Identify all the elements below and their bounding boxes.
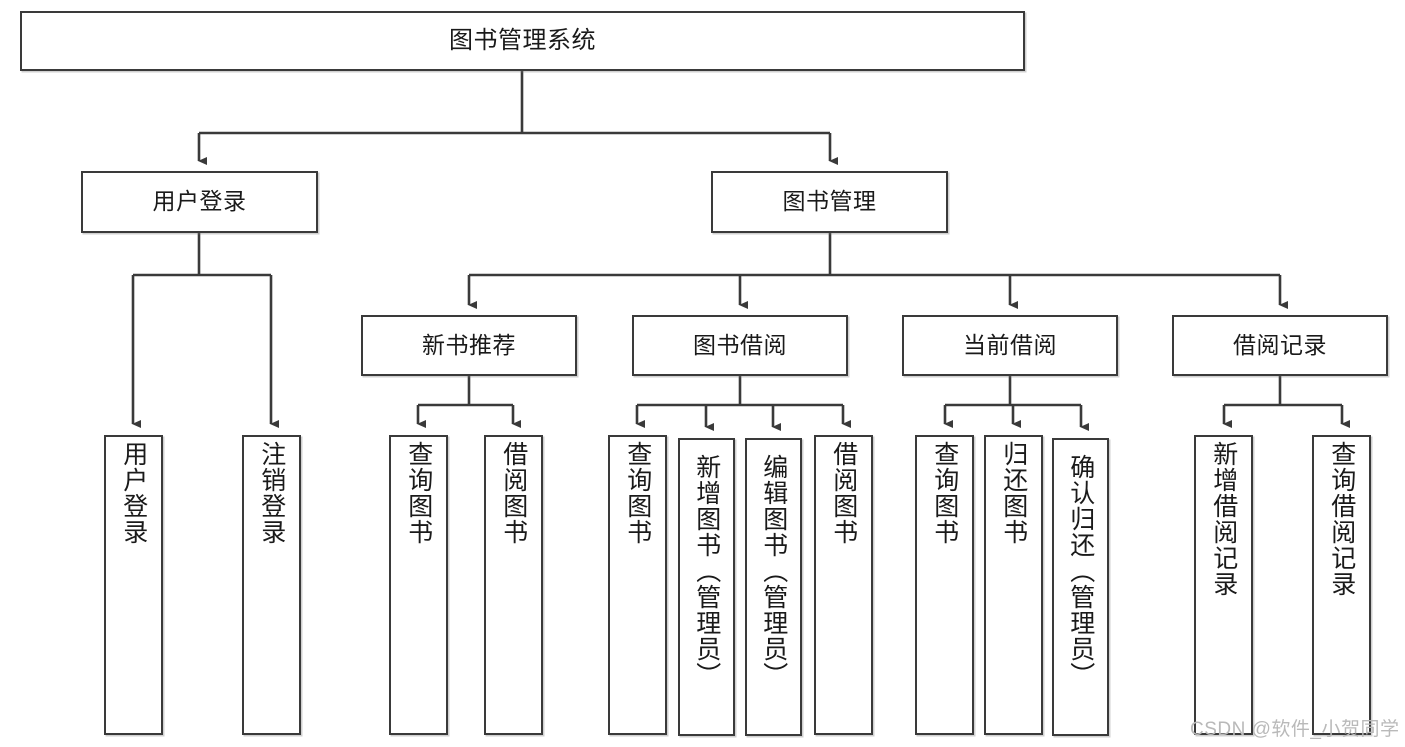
node-label: 图书管理系统 (449, 26, 596, 54)
leaf-new-book-query-book[interactable]: 查询图书 (389, 435, 448, 735)
node-label: 当前借阅 (963, 331, 1057, 358)
node-label: 借阅图书 (499, 441, 528, 545)
node-label: 确认归还（管理员） (1066, 454, 1095, 688)
node-label: 借阅记录 (1233, 331, 1327, 358)
leaf-borrow-record-add-record[interactable]: 新增借阅记录 (1194, 435, 1253, 735)
node-label: 图书管理 (782, 188, 877, 215)
node-book-management[interactable]: 图书管理 (711, 171, 948, 233)
leaf-current-borrow-confirm-return-admin[interactable]: 确认归还（管理员） (1052, 438, 1109, 736)
node-label: 新增借阅记录 (1209, 441, 1238, 597)
node-label: 新增图书（管理员） (692, 454, 721, 688)
node-label: 借阅图书 (829, 441, 858, 545)
node-book-borrow[interactable]: 图书借阅 (632, 315, 848, 376)
leaf-new-book-borrow-book[interactable]: 借阅图书 (484, 435, 543, 735)
node-label: 查询图书 (404, 441, 433, 545)
node-label: 查询图书 (930, 441, 959, 545)
node-borrow-record[interactable]: 借阅记录 (1172, 315, 1388, 376)
node-label: 图书借阅 (693, 331, 787, 358)
leaf-user-login-logout[interactable]: 注销登录 (242, 435, 301, 735)
leaf-user-login-login[interactable]: 用户登录 (104, 435, 163, 735)
csdn-watermark: CSDN @软件_小贺同学 (1190, 719, 1400, 740)
node-user-login[interactable]: 用户登录 (81, 171, 318, 233)
node-label: 新书推荐 (422, 331, 516, 358)
leaf-book-borrow-query-book[interactable]: 查询图书 (608, 435, 667, 735)
node-label: 用户登录 (152, 188, 247, 215)
node-label: 查询借阅记录 (1327, 441, 1356, 597)
leaf-borrow-record-query-record[interactable]: 查询借阅记录 (1312, 435, 1371, 735)
node-label: 查询图书 (623, 441, 652, 545)
node-root-book-management-system[interactable]: 图书管理系统 (20, 11, 1025, 71)
node-label: 归还图书 (999, 441, 1028, 545)
leaf-current-borrow-query-book[interactable]: 查询图书 (915, 435, 974, 735)
node-label: 用户登录 (119, 441, 148, 545)
leaf-current-borrow-return-book[interactable]: 归还图书 (984, 435, 1043, 735)
leaf-book-borrow-borrow-book[interactable]: 借阅图书 (814, 435, 873, 735)
node-new-book-recommend[interactable]: 新书推荐 (361, 315, 577, 376)
node-label: 注销登录 (257, 441, 286, 545)
node-current-borrow[interactable]: 当前借阅 (902, 315, 1118, 376)
leaf-book-borrow-edit-book-admin[interactable]: 编辑图书（管理员） (745, 438, 802, 736)
leaf-book-borrow-add-book-admin[interactable]: 新增图书（管理员） (678, 438, 735, 736)
node-label: 编辑图书（管理员） (759, 454, 788, 688)
